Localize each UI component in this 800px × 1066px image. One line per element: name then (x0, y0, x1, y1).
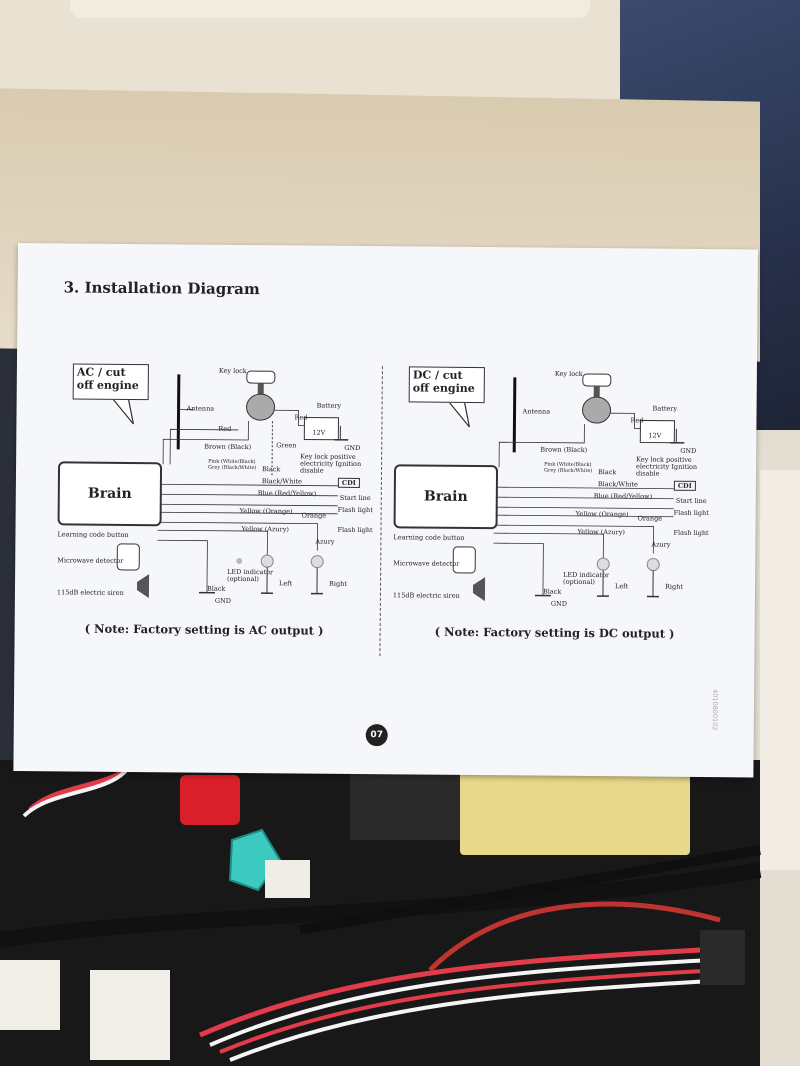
ac-black-label: Black (262, 465, 281, 474)
dc-wiring-lines (449, 373, 685, 602)
ac-flash-light-label-1: Flash light (337, 505, 373, 515)
instruction-sheet: 3. Installation Diagram (13, 243, 758, 778)
dc-led-label: LED indicator (optional) (563, 570, 610, 587)
dc-azury-label: Azury (651, 540, 671, 549)
dc-antenna-label: Antenna (522, 407, 551, 416)
dc-left-label: Left (614, 582, 629, 591)
ac-right-label: Right (329, 579, 348, 588)
dc-blue-label: Blue (Red/Yellow) (593, 492, 653, 501)
dc-12v-label: 12V (648, 431, 662, 440)
dc-flash-light-label-1: Flash light (673, 508, 709, 518)
ac-cdi-label: CDI (337, 477, 360, 488)
dc-learning-code-label: Learning code button (393, 533, 465, 542)
dc-siren-label: 115dB electric siren (392, 591, 460, 600)
dc-pink-group-label: Pink (White/Black) Grey (Black/White) (544, 461, 593, 475)
ac-yellow-orange-label: Yellow (Orange) (239, 506, 293, 516)
ac-red-label: Red (218, 424, 232, 433)
dc-yellow-orange-label: Yellow (Orange) (575, 509, 629, 519)
ac-brain-module: Brain (57, 461, 163, 527)
ac-black-white-label: Black/White (261, 477, 302, 486)
dc-diagram-panel: DC / cut off engine Brain Key lock Anten… (392, 366, 709, 619)
cardboard-box-inner-wall (760, 470, 800, 870)
ac-key-lock-positive-label: Key lock positive electricity Ignition d… (299, 452, 362, 475)
ac-led-label: LED indicator (optional) (227, 567, 274, 584)
dc-gnd-bottom-label: GND (550, 599, 568, 608)
ac-pink-group-label: Pink (White/Black) Grey (Black/White) (208, 458, 257, 472)
dc-black-gnd-label: Black (542, 587, 562, 596)
dc-battery-label: Battery (652, 404, 678, 413)
ac-orange-label: Orange (301, 511, 327, 520)
dc-start-line-label: Start line (675, 496, 707, 506)
ac-12v-label: 12V (312, 428, 326, 437)
dc-gnd-label: GND (680, 446, 697, 455)
dc-red-label: Red (630, 416, 644, 425)
dc-factory-note: ( Note: Factory setting is DC output ) (434, 624, 675, 641)
dc-black-white-label: Black/White (597, 480, 638, 489)
dc-black-label: Black (597, 468, 617, 477)
ac-left-label: Left (279, 579, 293, 588)
wire-harness-illustration (0, 655, 762, 1062)
ac-black-gnd-label: Black (206, 584, 226, 593)
dc-brain-module: Brain (393, 464, 499, 530)
ac-start-line-label: Start line (339, 493, 371, 503)
dc-brown-label: Brown (Black) (540, 445, 588, 454)
dc-callout: DC / cut off engine (408, 366, 485, 404)
ac-gnd-label: GND (344, 443, 361, 452)
ac-antenna-label: Antenna (186, 404, 215, 413)
ac-brown-label: Brown (Black) (204, 442, 252, 452)
dc-flash-light-label-2: Flash light (673, 528, 709, 538)
ac-red-top-label: Red (294, 413, 308, 422)
ac-factory-note: ( Note: Factory setting is AC output ) (84, 621, 324, 638)
dc-yellow-azury-label: Yellow (Azury) (577, 527, 625, 537)
ac-callout: AC / cut off engine (72, 363, 149, 401)
ac-flash-light-label-2: Flash light (337, 525, 373, 535)
ac-battery-label: Battery (316, 401, 342, 410)
side-print-code: 4010800102 (710, 689, 720, 731)
ac-learning-code-label: Learning code button (57, 530, 129, 539)
dc-cdi-label: CDI (673, 480, 696, 491)
box-flap (70, 0, 590, 18)
dc-microwave-label: Microwave detector (393, 559, 460, 568)
ac-blue-label: Blue (Red/Yellow) (257, 489, 317, 498)
dc-key-lock-label: Key lock (554, 369, 583, 378)
page-number-badge: 07 (365, 724, 388, 747)
dc-orange-label: Orange (637, 514, 663, 523)
ac-yellow-azury-label: Yellow (Azury) (241, 524, 289, 534)
dc-right-label: Right (664, 582, 683, 591)
ac-key-lock-label: Key lock (218, 366, 247, 376)
ac-microwave-label: Microwave detector (57, 556, 124, 565)
sheet-title: 3. Installation Diagram (63, 278, 260, 299)
ac-azury-label: Azury (315, 537, 335, 546)
ac-green-label: Green (276, 441, 297, 450)
panel-divider (379, 366, 383, 657)
ac-gnd-bottom-label: GND (214, 596, 232, 605)
ac-siren-label: 115dB electric siren (56, 588, 124, 597)
dc-key-lock-positive-label: Key lock positive electricity Ignition d… (635, 455, 698, 478)
ac-diagram-panel: AC / cut off engine Brain Key lock Anten… (56, 363, 373, 616)
